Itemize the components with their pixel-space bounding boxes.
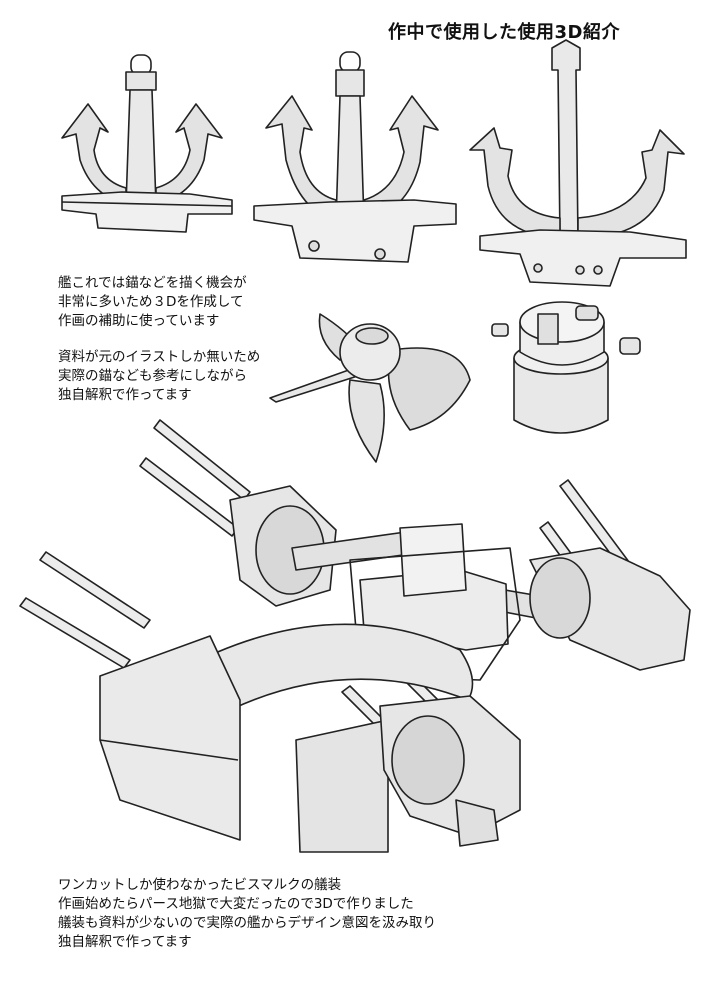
rigging-model xyxy=(19,419,691,853)
note-line: 独自解釈で作ってます xyxy=(58,934,192,950)
anchor-model-2 xyxy=(253,51,457,263)
note-reference: 資料が元のイラストしか無いため 実際の錨なども参考にしながら 独自解釈で作ってま… xyxy=(58,348,260,405)
note-line: 作画始めたらパース地獄で大変だったので3Dで作りました xyxy=(58,896,414,912)
anchor-model-1 xyxy=(61,54,233,233)
note-line: 艤装も資料が少ないので実際の艦からデザイン意図を汲み取り xyxy=(58,915,436,931)
note-line: 作画の補助に使っています xyxy=(58,313,220,329)
note-line: 独自解釈で作ってます xyxy=(58,387,192,403)
anchor-model-3 xyxy=(469,39,687,287)
note-anchor: 艦これでは錨などを描く機会が 非常に多いため３Dを作成して 作画の補助に使ってい… xyxy=(58,274,247,331)
propeller-model xyxy=(269,313,471,463)
page-title: 作中で使用した使用3D紹介 xyxy=(388,22,620,43)
note-line: 非常に多いため３Dを作成して xyxy=(58,294,244,310)
note-line: 資料が元のイラストしか無いため xyxy=(58,349,261,365)
note-line: 実際の錨なども参考にしながら xyxy=(58,368,247,384)
note-line: 艦これでは錨などを描く機会が xyxy=(58,275,247,291)
note-line: ワンカットしか使わなかったビスマルクの艤装 xyxy=(58,877,342,893)
note-bismarck: ワンカットしか使わなかったビスマルクの艤装 作画始めたらパース地獄で大変だったの… xyxy=(58,876,436,952)
capstan-model xyxy=(491,301,641,434)
